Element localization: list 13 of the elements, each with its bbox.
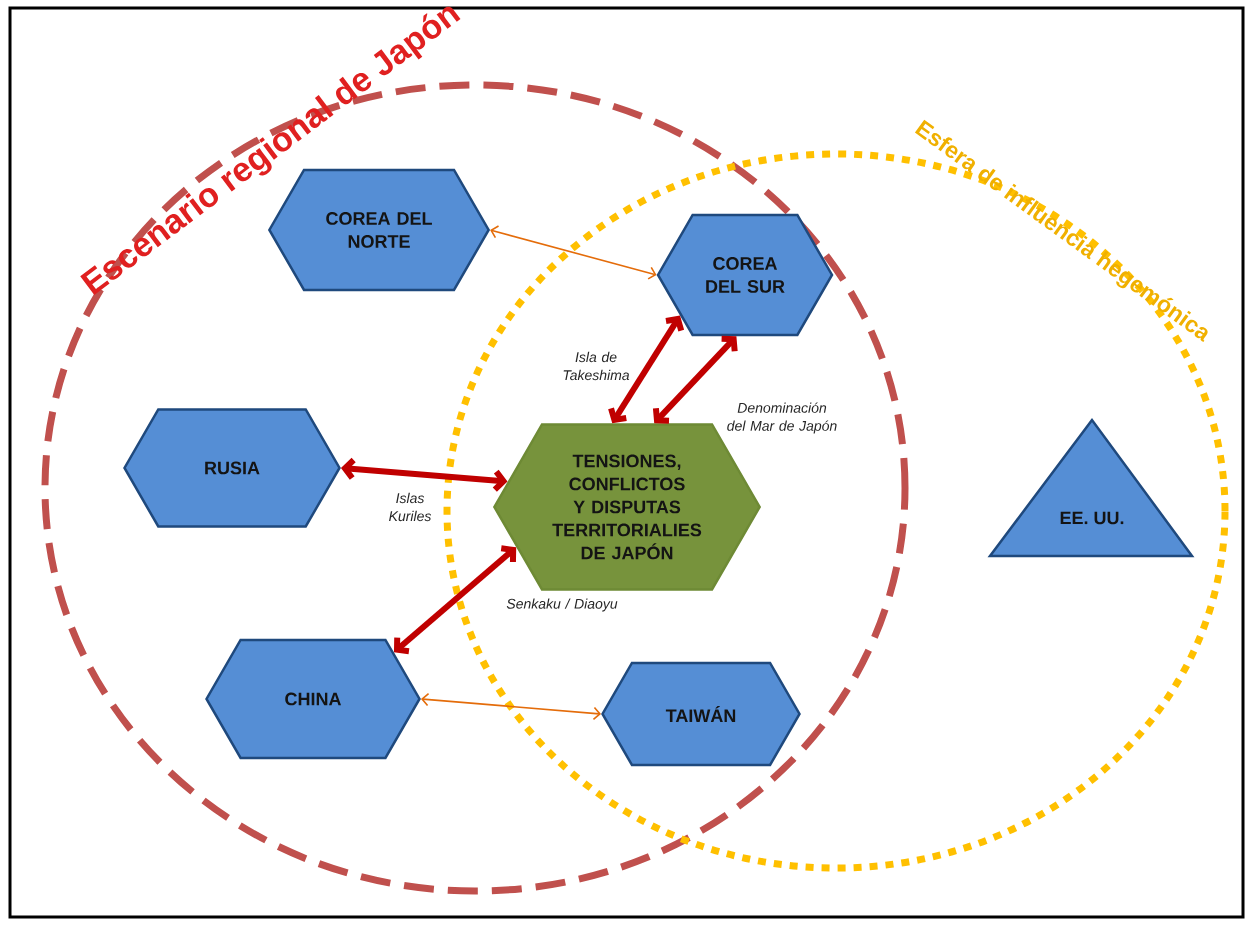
edge-label: Islas Kuriles [389,492,432,522]
arrow [490,225,657,280]
edge-label: Senkaku / Diaoyu [506,598,618,612]
hexagon-box: RUSIA [123,408,341,528]
edge-label: Isla de Takeshima [563,351,630,381]
hexagon-box: CHINA [205,638,421,760]
arrow [420,692,602,721]
arrow [393,545,517,655]
arrow [652,335,738,424]
hexagon-box: TAIWÁN [601,661,801,767]
arrow [340,457,508,492]
hexagon-box: COREA DEL SUR [656,213,834,337]
arrow [608,315,685,424]
